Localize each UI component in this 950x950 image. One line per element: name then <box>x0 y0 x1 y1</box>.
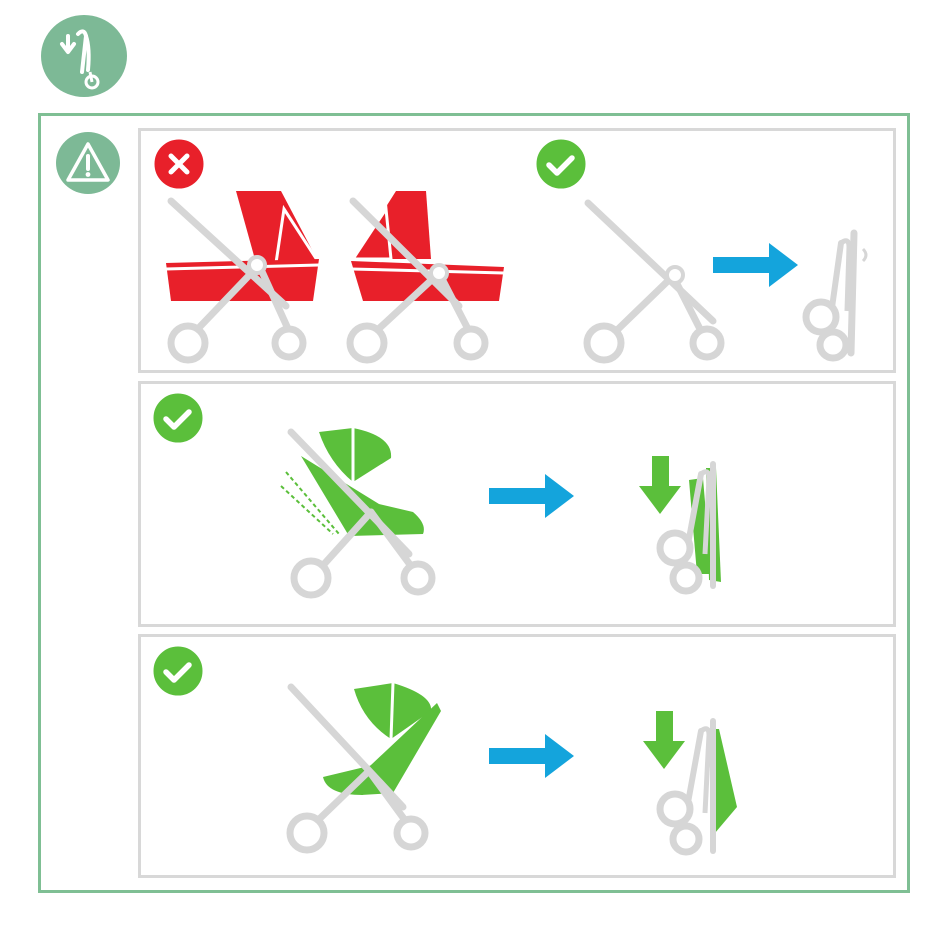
cross-icon <box>153 138 205 190</box>
carrycot-panel <box>138 128 896 373</box>
carrycot-forward-stroller <box>350 191 504 360</box>
carrycot-backward-stroller <box>166 191 319 360</box>
warning-triangle-icon <box>56 132 120 194</box>
folded-seat-stroller <box>660 464 721 591</box>
check-icon <box>152 645 204 697</box>
empty-stroller-frame <box>587 203 721 360</box>
arrow-down-icon <box>643 711 685 769</box>
arrow-right-icon <box>713 243 798 287</box>
folded-stroller-frame <box>806 233 866 358</box>
upright-seat-stroller <box>290 683 441 850</box>
arrow-down-icon <box>639 456 681 514</box>
seat-upright-panel <box>138 634 896 878</box>
arrow-right-icon <box>489 734 574 778</box>
check-icon <box>152 392 204 444</box>
stroller-fold-icon <box>40 14 128 98</box>
arrow-right-icon <box>489 474 574 518</box>
check-icon <box>535 138 587 190</box>
seat-reclined-panel <box>138 381 896 627</box>
reclined-seat-stroller <box>281 428 432 595</box>
